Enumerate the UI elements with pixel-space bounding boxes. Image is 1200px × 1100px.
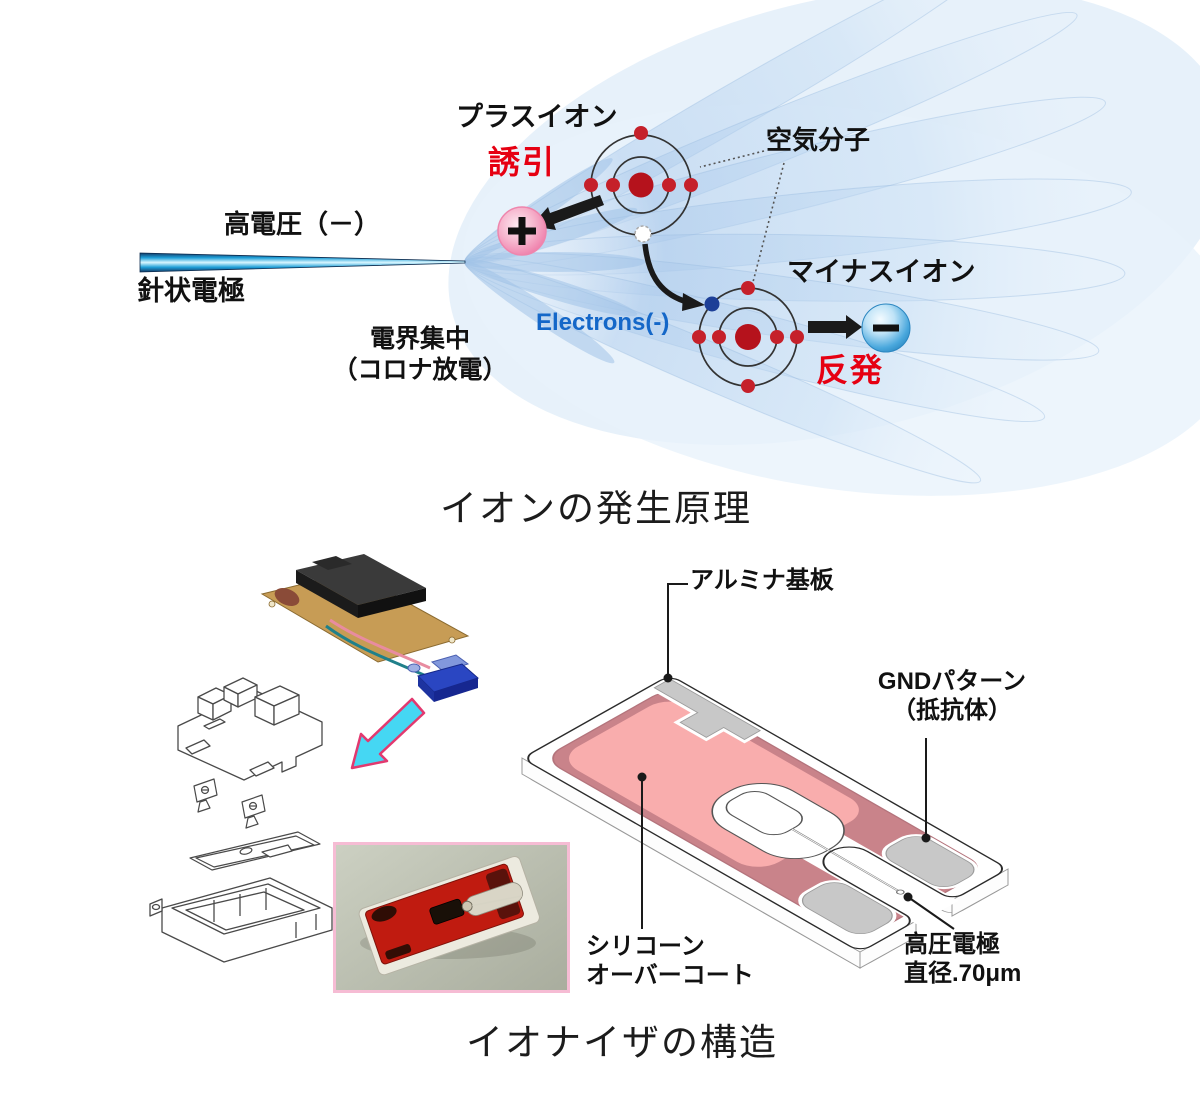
departing-electron: [634, 225, 652, 243]
alumina-board-graphic: [521, 675, 1009, 969]
silicone-line1: シリコーン: [586, 933, 705, 960]
minus-ion-label: マイナスイオン: [787, 257, 976, 287]
plus-sign: [508, 217, 536, 245]
ionizer-photo-content: [358, 855, 540, 976]
silicone-overcoat-label: シリコーン オーバーコート: [586, 932, 754, 991]
electron: [741, 281, 755, 295]
electron: [634, 126, 648, 140]
bottom-section-title: イオナイザの構造: [466, 1022, 778, 1063]
electron: [584, 178, 598, 192]
gnd-pattern-corner: [653, 678, 762, 740]
air-molecule-atom-1: [584, 126, 698, 243]
electron: [770, 330, 784, 344]
repel-label: 反発: [816, 352, 885, 388]
electron: [692, 330, 706, 344]
air-molecule-label: 空気分子: [766, 125, 871, 155]
top-section-title: イオンの発生原理: [440, 488, 752, 529]
hv-electrode-label: 高圧電極 直径.70μm: [904, 930, 1021, 989]
electron: [606, 178, 620, 192]
electron-transfer-arrow: [642, 243, 705, 311]
air-molecule-leader-lines: [699, 150, 785, 283]
attract-label: 誘引: [488, 144, 557, 180]
nucleus: [628, 172, 654, 198]
electron: [684, 178, 698, 192]
gnd-pattern-line2: （抵抗体）: [892, 697, 1012, 725]
needle-electrode-graphic: [139, 252, 466, 273]
field-concentration-label: 電界集中 （コロナ放電）: [322, 324, 518, 385]
field-concentration-line2: （コロナ放電）: [332, 355, 508, 384]
electron: [741, 379, 755, 393]
gnd-pattern-pad-top: [885, 836, 975, 887]
captured-electron: [704, 296, 720, 312]
mounting-clips-lineart: [193, 778, 266, 829]
gnd-pattern-line1: GNDパターン: [877, 668, 1027, 695]
electron: [662, 178, 676, 192]
alumina-substrate-label: アルミナ基板: [690, 567, 834, 594]
high-voltage-label: 高電圧（－）: [224, 209, 381, 239]
electron: [712, 330, 726, 344]
plus-ion-label: プラスイオン: [456, 102, 618, 132]
repel-arrow: [808, 315, 862, 339]
hv-electrode-line1: 高圧電極: [904, 931, 1000, 958]
hv-electrode-tip: [896, 889, 905, 895]
nucleus: [735, 324, 761, 350]
housing-top-cover-lineart: [177, 677, 323, 781]
housing-tray-lineart: [149, 877, 333, 963]
unpack-arrow: [350, 697, 426, 770]
corona-discharge-fan: [448, 0, 1200, 496]
hv-electrode-line2: 直径.70μm: [904, 960, 1022, 988]
field-concentration-line1: 電界集中: [369, 325, 470, 353]
plus-ion-symbol: [497, 206, 547, 256]
board-plate-lineart: [189, 831, 321, 871]
gnd-pattern-pad-bottom: [801, 882, 893, 935]
electron: [790, 330, 804, 344]
air-molecule-atom-2: [692, 281, 804, 393]
needle-electrode-label: 針状電極: [137, 276, 245, 306]
ionizer-photo: [333, 842, 570, 993]
attract-arrow: [531, 195, 604, 230]
silicone-line2: オーバーコート: [586, 962, 754, 990]
pcb-module-render: [260, 554, 479, 702]
electrons-label: Electrons(-): [536, 309, 670, 336]
callout-lines: [637, 583, 955, 930]
minus-ion-symbol: [861, 303, 911, 353]
electrode-mount-tab: [725, 791, 803, 836]
gnd-pattern-label: GNDパターン （抵抗体）: [866, 667, 1038, 726]
